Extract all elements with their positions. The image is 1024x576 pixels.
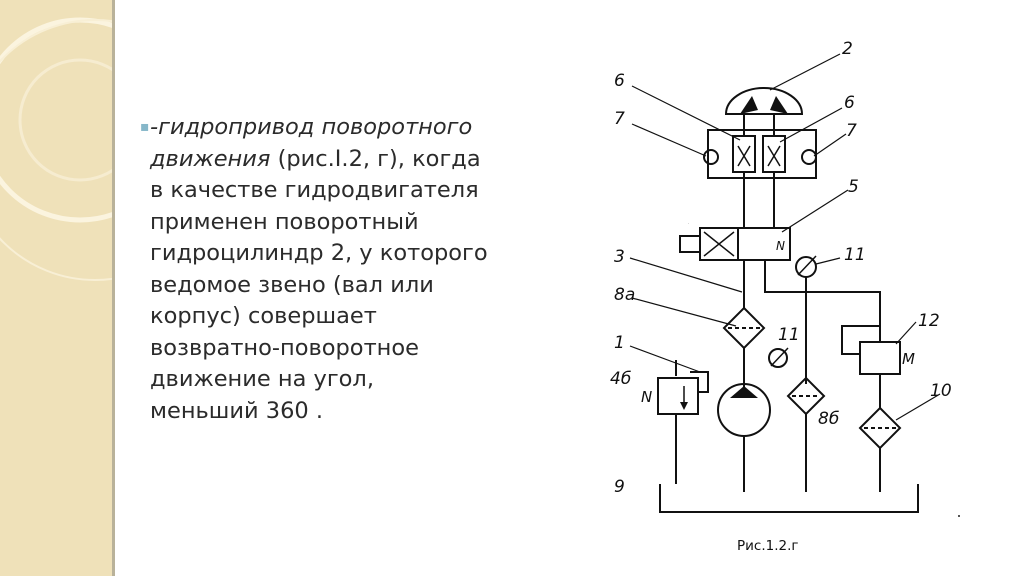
text-line-5: ведомое звено (вал или <box>150 271 434 298</box>
label-3: 3 <box>614 247 625 267</box>
text-line-6: корпус) совершает <box>150 303 377 329</box>
tank <box>659 484 919 513</box>
label-12: 12 <box>918 311 940 331</box>
check-valve-left <box>703 149 719 165</box>
throttle-left <box>732 135 756 173</box>
decorative-arcs <box>0 17 112 281</box>
pressure-gauge-bottom <box>768 348 788 368</box>
text-line-9: меньший 360 . <box>150 397 324 424</box>
label-2: 2 <box>842 39 853 59</box>
actuator-arrow-left <box>740 96 758 114</box>
label-5: 5 <box>848 177 859 197</box>
label-1: 1 <box>614 333 625 353</box>
decorative-left-band <box>0 0 112 576</box>
label-11-bottom: 11 <box>778 325 800 345</box>
label-6-left: 6 <box>614 71 625 91</box>
valve-letter-n-check: N <box>688 223 689 225</box>
valve-letter-n-left: N <box>641 388 652 406</box>
text-line-1-rest: (рис.I.2, г), когда <box>270 145 481 172</box>
label-4b: 4б <box>610 369 631 389</box>
text-line-8: движение на угол, <box>150 366 374 392</box>
bullet-icon: ▪ <box>140 119 150 135</box>
bullet-text: ▪ -гидропривод поворотного движения (рис… <box>140 112 570 427</box>
label-8a: 8а <box>614 285 635 305</box>
valve-letter-m-12: M <box>902 350 915 368</box>
label-10: 10 <box>930 381 952 401</box>
label-11-top: 11 <box>844 245 866 265</box>
text-line-4: гидроцилиндр 2, у которого <box>150 240 488 266</box>
hydraulic-schematic: 2 6 7 6 7 5 3 11 8а 1 11 12 4б 8б 10 9 N… <box>610 39 952 513</box>
band-divider <box>112 0 115 576</box>
relief-valve-4b <box>657 377 699 415</box>
figure-caption: Рис.1.2.г <box>737 538 799 554</box>
label-8b: 8б <box>818 409 839 429</box>
actuator-arrow-right <box>770 96 788 114</box>
text-line-7: возвратно-поворотное <box>150 334 420 361</box>
text-italic-part: -гидропривод поворотного движения <box>150 114 473 172</box>
relief-valve-12 <box>859 341 901 375</box>
label-7-right: 7 <box>846 121 857 141</box>
text-line-1: -гидропривод поворотного движения (рис.I… <box>150 112 570 175</box>
stray-dot <box>958 515 960 517</box>
check-valve-right <box>801 149 817 165</box>
valve-letter-n-dir: N <box>776 239 785 253</box>
rotary-actuator <box>724 87 804 115</box>
text-line-3: применен поворотный <box>150 208 419 235</box>
label-9: 9 <box>614 477 625 497</box>
label-6-right: 6 <box>844 93 855 113</box>
text-line-2: в качестве гидродвигателя <box>150 177 479 203</box>
label-7-left: 7 <box>614 109 625 129</box>
